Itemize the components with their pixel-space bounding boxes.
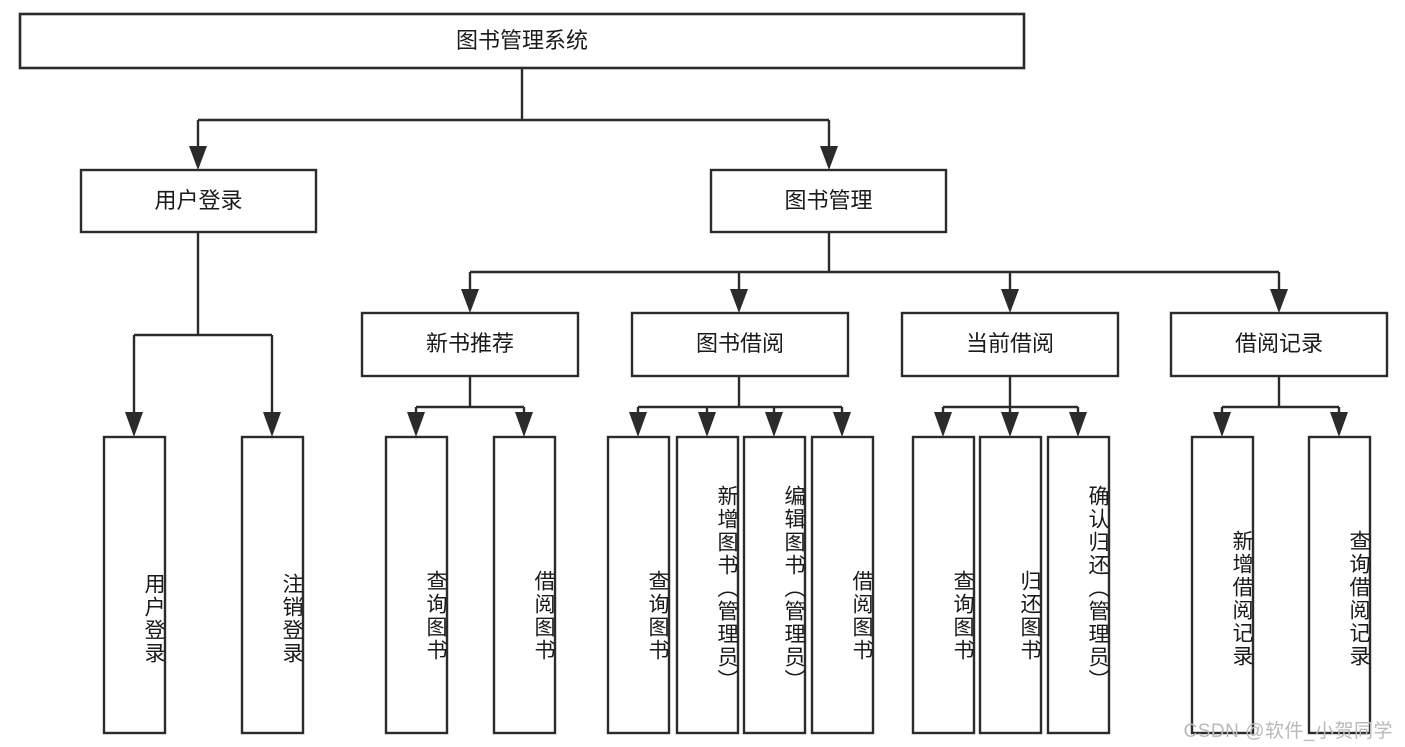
node-box-borrow-record[interactable] <box>1169 311 1389 378</box>
leaf-box-query-book-nb[interactable] <box>384 435 449 735</box>
node-label-book-borrow: 图书借阅 <box>696 331 784 356</box>
arrow-bm-to-current <box>1001 289 1019 313</box>
node-label-current-borrow: 当前借阅 <box>966 331 1054 356</box>
leaf-box-borrow-book-bw[interactable] <box>810 435 875 735</box>
arrow-bw-leaf-1 <box>629 412 647 437</box>
arrow-nb-leaf-1 <box>407 412 425 437</box>
leaf-label-query-book-bw: 查询图书 <box>646 570 669 662</box>
node-box-root[interactable] <box>18 12 1026 70</box>
leaf-label-wrap-add-book-admin: 新增图书（管理员） <box>677 437 738 733</box>
leaf-label-wrap-query-book-bw: 查询图书 <box>608 437 669 733</box>
leaf-box-query-borrow-record[interactable] <box>1307 435 1372 735</box>
leaf-label-wrap-borrow-book-nb: 借阅图书 <box>494 437 555 733</box>
arrow-bw-leaf-2 <box>698 412 716 437</box>
leaf-box-add-borrow-record[interactable] <box>1190 435 1255 735</box>
leaf-label-query-book-cur: 查询图书 <box>951 570 974 662</box>
node-box-book-borrow[interactable] <box>630 311 850 378</box>
node-label-book-manage: 图书管理 <box>784 188 872 213</box>
arrow-cur-leaf-1 <box>934 412 952 437</box>
arrow-nb-leaf-2 <box>515 412 533 437</box>
arrow-rec-leaf-1 <box>1213 412 1231 437</box>
leaf-label-wrap-add-borrow-record: 新增借阅记录 <box>1192 437 1253 733</box>
leaf-label-wrap-user-login: 用户登录 <box>104 437 165 733</box>
arrow-bm-to-new-book <box>461 289 479 313</box>
node-label-user-login: 用户登录 <box>154 188 242 213</box>
connector-group-user-login <box>125 232 281 437</box>
connector-group-book-manage <box>461 232 1288 313</box>
leaf-label-borrow-book-bw: 借阅图书 <box>850 570 873 662</box>
connector-group-record <box>1213 376 1348 437</box>
leaf-label-wrap-return-book: 归还图书 <box>980 437 1041 733</box>
leaf-box-return-book[interactable] <box>978 435 1043 735</box>
node-label-borrow-record: 借阅记录 <box>1235 331 1323 356</box>
leaf-label-wrap-edit-book-admin: 编辑图书（管理员） <box>744 437 805 733</box>
leaf-label-wrap-confirm-return-admin: 确认归还（管理员） <box>1048 437 1109 733</box>
leaf-label-edit-book-admin: 编辑图书（管理员） <box>782 484 805 692</box>
leaf-box-query-book-cur[interactable] <box>911 435 976 735</box>
arrow-bw-leaf-3 <box>765 412 783 437</box>
connector-group-borrow <box>629 376 851 437</box>
node-box-book-manage[interactable] <box>709 168 948 234</box>
arrow-bw-leaf-4 <box>833 412 851 437</box>
leaf-label-add-book-admin: 新增图书（管理员） <box>715 484 738 692</box>
leaf-label-logout: 注销登录 <box>280 573 303 665</box>
connector-group-new-book <box>407 376 533 437</box>
leaf-label-wrap-query-book-nb: 查询图书 <box>386 437 447 733</box>
leaf-label-wrap-query-book-cur: 查询图书 <box>913 437 974 733</box>
leaf-label-add-borrow-record: 新增借阅记录 <box>1230 530 1253 668</box>
leaf-label-user-login: 用户登录 <box>142 573 165 665</box>
leaf-label-wrap-query-borrow-record: 查询借阅记录 <box>1309 437 1370 733</box>
leaf-label-wrap-borrow-book-bw: 借阅图书 <box>812 437 873 733</box>
node-box-user-login[interactable] <box>79 168 318 234</box>
leaf-label-query-borrow-record: 查询借阅记录 <box>1347 530 1370 668</box>
arrow-bm-to-record <box>1270 289 1288 313</box>
leaf-label-return-book: 归还图书 <box>1018 570 1041 662</box>
connector-group-current <box>934 376 1087 437</box>
leaf-box-query-book-bw[interactable] <box>606 435 671 735</box>
connector-group-root <box>189 68 838 170</box>
leaf-box-user-login[interactable] <box>102 435 167 735</box>
leaf-box-confirm-return-admin[interactable] <box>1046 435 1111 735</box>
arrow-root-to-book-manage <box>820 146 838 170</box>
arrow-cur-leaf-3 <box>1069 412 1087 437</box>
node-box-new-book-recommend[interactable] <box>360 311 580 378</box>
leaf-label-confirm-return-admin: 确认归还（管理员） <box>1086 484 1109 692</box>
leaf-box-add-book-admin[interactable] <box>675 435 740 735</box>
csdn-watermark: CSDN @软件_小贺同学 <box>1183 721 1393 742</box>
arrow-root-to-user-login <box>189 146 207 170</box>
arrow-cur-leaf-2 <box>1001 412 1019 437</box>
arrow-user-login-leaf-2 <box>263 412 281 437</box>
arrow-user-login-leaf-1 <box>125 412 143 437</box>
node-label-new-book-recommend: 新书推荐 <box>426 331 514 356</box>
node-label-root: 图书管理系统 <box>456 28 588 53</box>
node-box-current-borrow[interactable] <box>900 311 1120 378</box>
leaf-label-query-book-nb: 查询图书 <box>424 570 447 662</box>
leaf-box-borrow-book-nb[interactable] <box>492 435 557 735</box>
leaf-box-edit-book-admin[interactable] <box>742 435 807 735</box>
leaf-label-borrow-book-nb: 借阅图书 <box>532 570 555 662</box>
arrow-rec-leaf-2 <box>1330 412 1348 437</box>
arrow-bm-to-borrow <box>730 289 748 313</box>
leaf-box-logout[interactable] <box>240 435 305 735</box>
leaf-label-wrap-logout: 注销登录 <box>242 437 303 733</box>
